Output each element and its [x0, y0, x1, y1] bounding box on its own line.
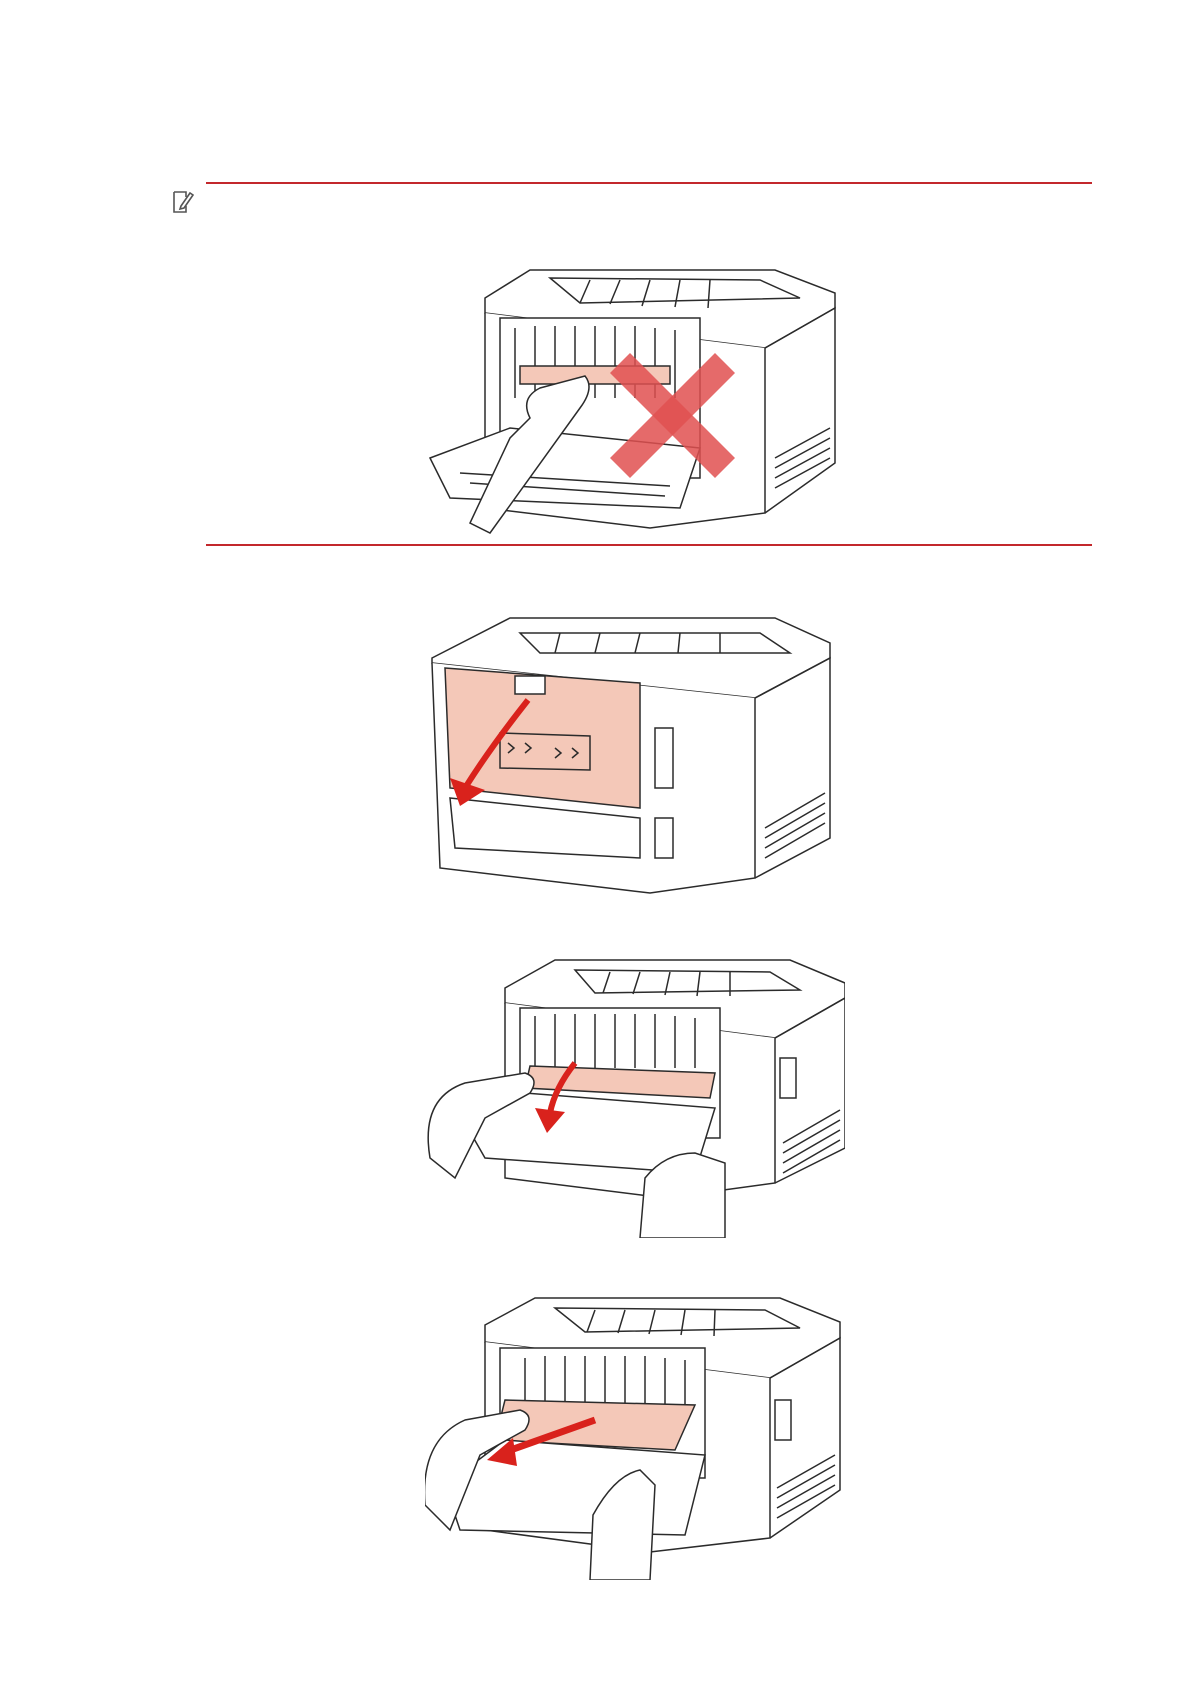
note-top-rule — [206, 182, 1092, 184]
note-bottom-rule — [206, 544, 1092, 546]
figure-lower-fuser-levers — [425, 948, 845, 1238]
figure-pull-out-jammed-paper — [425, 1290, 845, 1580]
figure-open-rear-cover — [430, 608, 840, 898]
note-pencil-icon — [172, 189, 194, 215]
figure-do-not-touch-fuser — [420, 258, 840, 538]
